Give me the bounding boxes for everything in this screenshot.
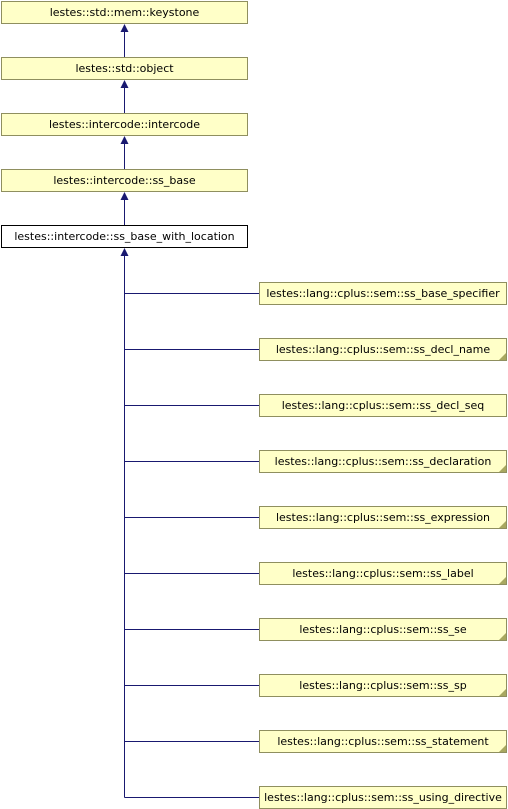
class-node-keystone[interactable]: lestes::std::mem::keystone bbox=[1, 1, 248, 24]
class-node-object[interactable]: lestes::std::object bbox=[1, 57, 248, 80]
class-node-child[interactable]: lestes::lang::cplus::sem::ss_declaration bbox=[259, 450, 507, 473]
truncated-corner-icon bbox=[499, 745, 506, 752]
class-node-child[interactable]: lestes::lang::cplus::sem::ss_decl_seq bbox=[259, 394, 507, 417]
class-node-intercode[interactable]: lestes::intercode::intercode bbox=[1, 113, 248, 136]
child-label: lestes::lang::cplus::sem::ss_expression bbox=[275, 511, 491, 524]
child-branches bbox=[124, 293, 259, 798]
child-label: lestes::lang::cplus::sem::ss_base_specif… bbox=[266, 287, 500, 300]
class-node-current: lestes::intercode::ss_base_with_location bbox=[1, 225, 248, 248]
truncated-corner-icon bbox=[499, 465, 506, 472]
arrowhead bbox=[120, 136, 129, 144]
truncated-corner-icon bbox=[499, 353, 506, 360]
arrowhead bbox=[120, 80, 129, 88]
class-node-ss-base[interactable]: lestes::intercode::ss_base bbox=[1, 169, 248, 192]
child-label: lestes::lang::cplus::sem::ss_decl_seq bbox=[281, 399, 485, 412]
truncated-corner-icon bbox=[499, 521, 506, 528]
truncated-corner-icon bbox=[499, 577, 506, 584]
class-node-child[interactable]: lestes::lang::cplus::sem::ss_base_specif… bbox=[259, 282, 507, 305]
arrowhead bbox=[120, 24, 129, 32]
class-node-child[interactable]: lestes::lang::cplus::sem::ss_statement bbox=[259, 730, 507, 753]
class-node-child[interactable]: lestes::lang::cplus::sem::ss_decl_name bbox=[259, 338, 507, 361]
child-label: lestes::lang::cplus::sem::ss_using_direc… bbox=[264, 791, 502, 804]
truncated-corner-icon bbox=[499, 689, 506, 696]
child-label: lestes::lang::cplus::sem::ss_sp bbox=[299, 679, 467, 692]
truncated-corner-icon bbox=[499, 633, 506, 640]
class-node-child[interactable]: lestes::lang::cplus::sem::ss_using_direc… bbox=[259, 786, 507, 809]
child-label: lestes::lang::cplus::sem::ss_se bbox=[299, 623, 467, 636]
class-node-child[interactable]: lestes::lang::cplus::sem::ss_expression bbox=[259, 506, 507, 529]
arrowhead bbox=[120, 248, 129, 256]
child-label: lestes::lang::cplus::sem::ss_statement bbox=[277, 735, 489, 748]
class-node-child[interactable]: lestes::lang::cplus::sem::ss_sp bbox=[259, 674, 507, 697]
class-node-child[interactable]: lestes::lang::cplus::sem::ss_se bbox=[259, 618, 507, 641]
child-label: lestes::lang::cplus::sem::ss_declaration bbox=[274, 455, 492, 468]
child-label: lestes::lang::cplus::sem::ss_decl_name bbox=[275, 343, 491, 356]
arrowhead bbox=[120, 192, 129, 200]
class-node-child[interactable]: lestes::lang::cplus::sem::ss_label bbox=[259, 562, 507, 585]
child-label: lestes::lang::cplus::sem::ss_label bbox=[292, 567, 474, 580]
